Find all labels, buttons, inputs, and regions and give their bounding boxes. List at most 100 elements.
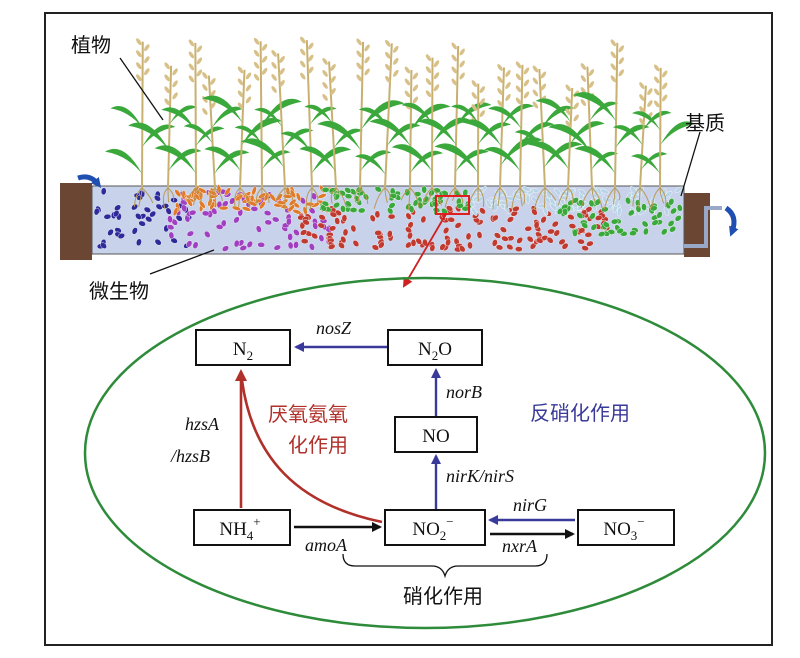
plant-leaf: [548, 124, 591, 153]
microbe-cell: [547, 228, 555, 235]
microbe-cell: [387, 213, 396, 220]
microbe-cell: [495, 244, 504, 251]
microbe-cell: [676, 204, 683, 212]
microbe-cell: [586, 240, 594, 247]
microbe-cell: [340, 235, 347, 244]
microbe-cell: [524, 225, 533, 232]
plant-panicle: [661, 82, 668, 90]
plant-leaf: [202, 95, 243, 123]
plant-panicle: [322, 81, 328, 89]
plant-panicle: [661, 70, 668, 78]
plant-panicle: [515, 85, 522, 93]
microbe-cell: [271, 216, 280, 223]
plant-panicle: [540, 71, 547, 79]
plant-panicle: [540, 83, 547, 91]
plant-panicle: [580, 63, 587, 71]
microbe-cell: [154, 238, 162, 246]
microbe-cell: [155, 203, 163, 210]
microbe-cell: [311, 202, 320, 208]
plant-panicle: [144, 68, 150, 76]
cycle-ellipse: [83, 276, 767, 630]
microbe-cell: [467, 241, 473, 250]
plant-panicle: [610, 51, 617, 59]
plant-stem: [277, 53, 286, 189]
microbe-cell: [328, 225, 337, 232]
plant-stem: [614, 42, 619, 189]
microbe-cell: [293, 229, 300, 236]
microbe-cell: [522, 186, 531, 192]
microbe-cell: [300, 238, 309, 245]
microbe-cell: [299, 197, 306, 205]
microbe-cell: [186, 198, 193, 207]
microbe-cell: [204, 230, 211, 238]
microbe-cell: [338, 242, 345, 249]
plant-root: [659, 187, 667, 208]
microbe-cell: [334, 217, 341, 225]
microbe-cell: [241, 206, 251, 212]
microbe-cell: [349, 207, 358, 213]
microbe-cell: [246, 240, 253, 248]
plant-root: [565, 187, 569, 201]
plant-root: [591, 187, 603, 209]
microbe-cell: [117, 232, 126, 240]
plant-panicle: [271, 61, 277, 69]
microbe-cell: [476, 231, 483, 239]
plant-leaf: [451, 104, 479, 123]
plant-leaf: [128, 122, 169, 151]
plant-root: [580, 187, 593, 209]
plant-panicle: [412, 84, 419, 92]
plant-leaf: [280, 131, 311, 152]
plant-panicle: [647, 100, 653, 108]
microbe-cell: [131, 227, 138, 235]
plant-panicle: [532, 77, 539, 85]
microbe-cell: [188, 209, 197, 216]
plant-panicle: [433, 60, 440, 68]
node-no2: NO2−: [384, 509, 486, 546]
microbe-cell: [201, 210, 210, 217]
plant-panicle: [532, 65, 539, 73]
microbe-cell: [321, 186, 330, 193]
plant-panicle: [253, 37, 260, 45]
plant-root: [557, 187, 569, 206]
microbe-cell: [374, 230, 382, 236]
microbe-cell: [485, 199, 492, 209]
plant-panicle: [653, 76, 660, 84]
microbe-cell: [577, 227, 586, 234]
microbe-cell: [533, 221, 540, 229]
nitrification-label: 硝化作用: [403, 584, 483, 608]
plant-stem: [207, 75, 216, 189]
anammox-label-line2: 化作用: [288, 433, 348, 457]
microbe-label: 微生物: [89, 279, 149, 303]
microbe-cell: [454, 222, 462, 229]
plant-leaf: [369, 118, 411, 147]
microbe-cell: [172, 207, 179, 216]
microbe-cell: [350, 224, 357, 233]
plant-panicle: [647, 88, 653, 96]
plant-panicle: [618, 57, 625, 65]
plant-root: [497, 187, 501, 207]
microbe-cell: [233, 239, 240, 248]
microbe-cell: [643, 227, 649, 236]
plant-panicle: [451, 78, 457, 86]
plant-panicle: [322, 69, 328, 77]
plant-panicle: [653, 88, 660, 96]
plant-panicle: [237, 66, 244, 74]
plant-panicle: [237, 78, 244, 86]
microbe-cell: [602, 221, 610, 228]
plant-leaf: [478, 122, 511, 145]
microbe-cell: [143, 206, 152, 213]
microbe-cell: [445, 205, 454, 212]
microbe-cell: [616, 227, 624, 235]
plant-root: [214, 187, 223, 202]
plant-panicle: [188, 63, 195, 71]
microbe-cell: [215, 224, 224, 230]
plant-leaf: [574, 145, 616, 174]
microbe-cell: [251, 186, 257, 196]
microbe-cell: [553, 229, 561, 237]
node-n2o: N2O: [387, 329, 483, 366]
wetland-illustration: [60, 36, 739, 288]
plant-panicle: [172, 68, 178, 76]
microbe-cell: [590, 223, 598, 231]
plant-panicle: [261, 67, 268, 75]
plant-root: [195, 187, 202, 203]
